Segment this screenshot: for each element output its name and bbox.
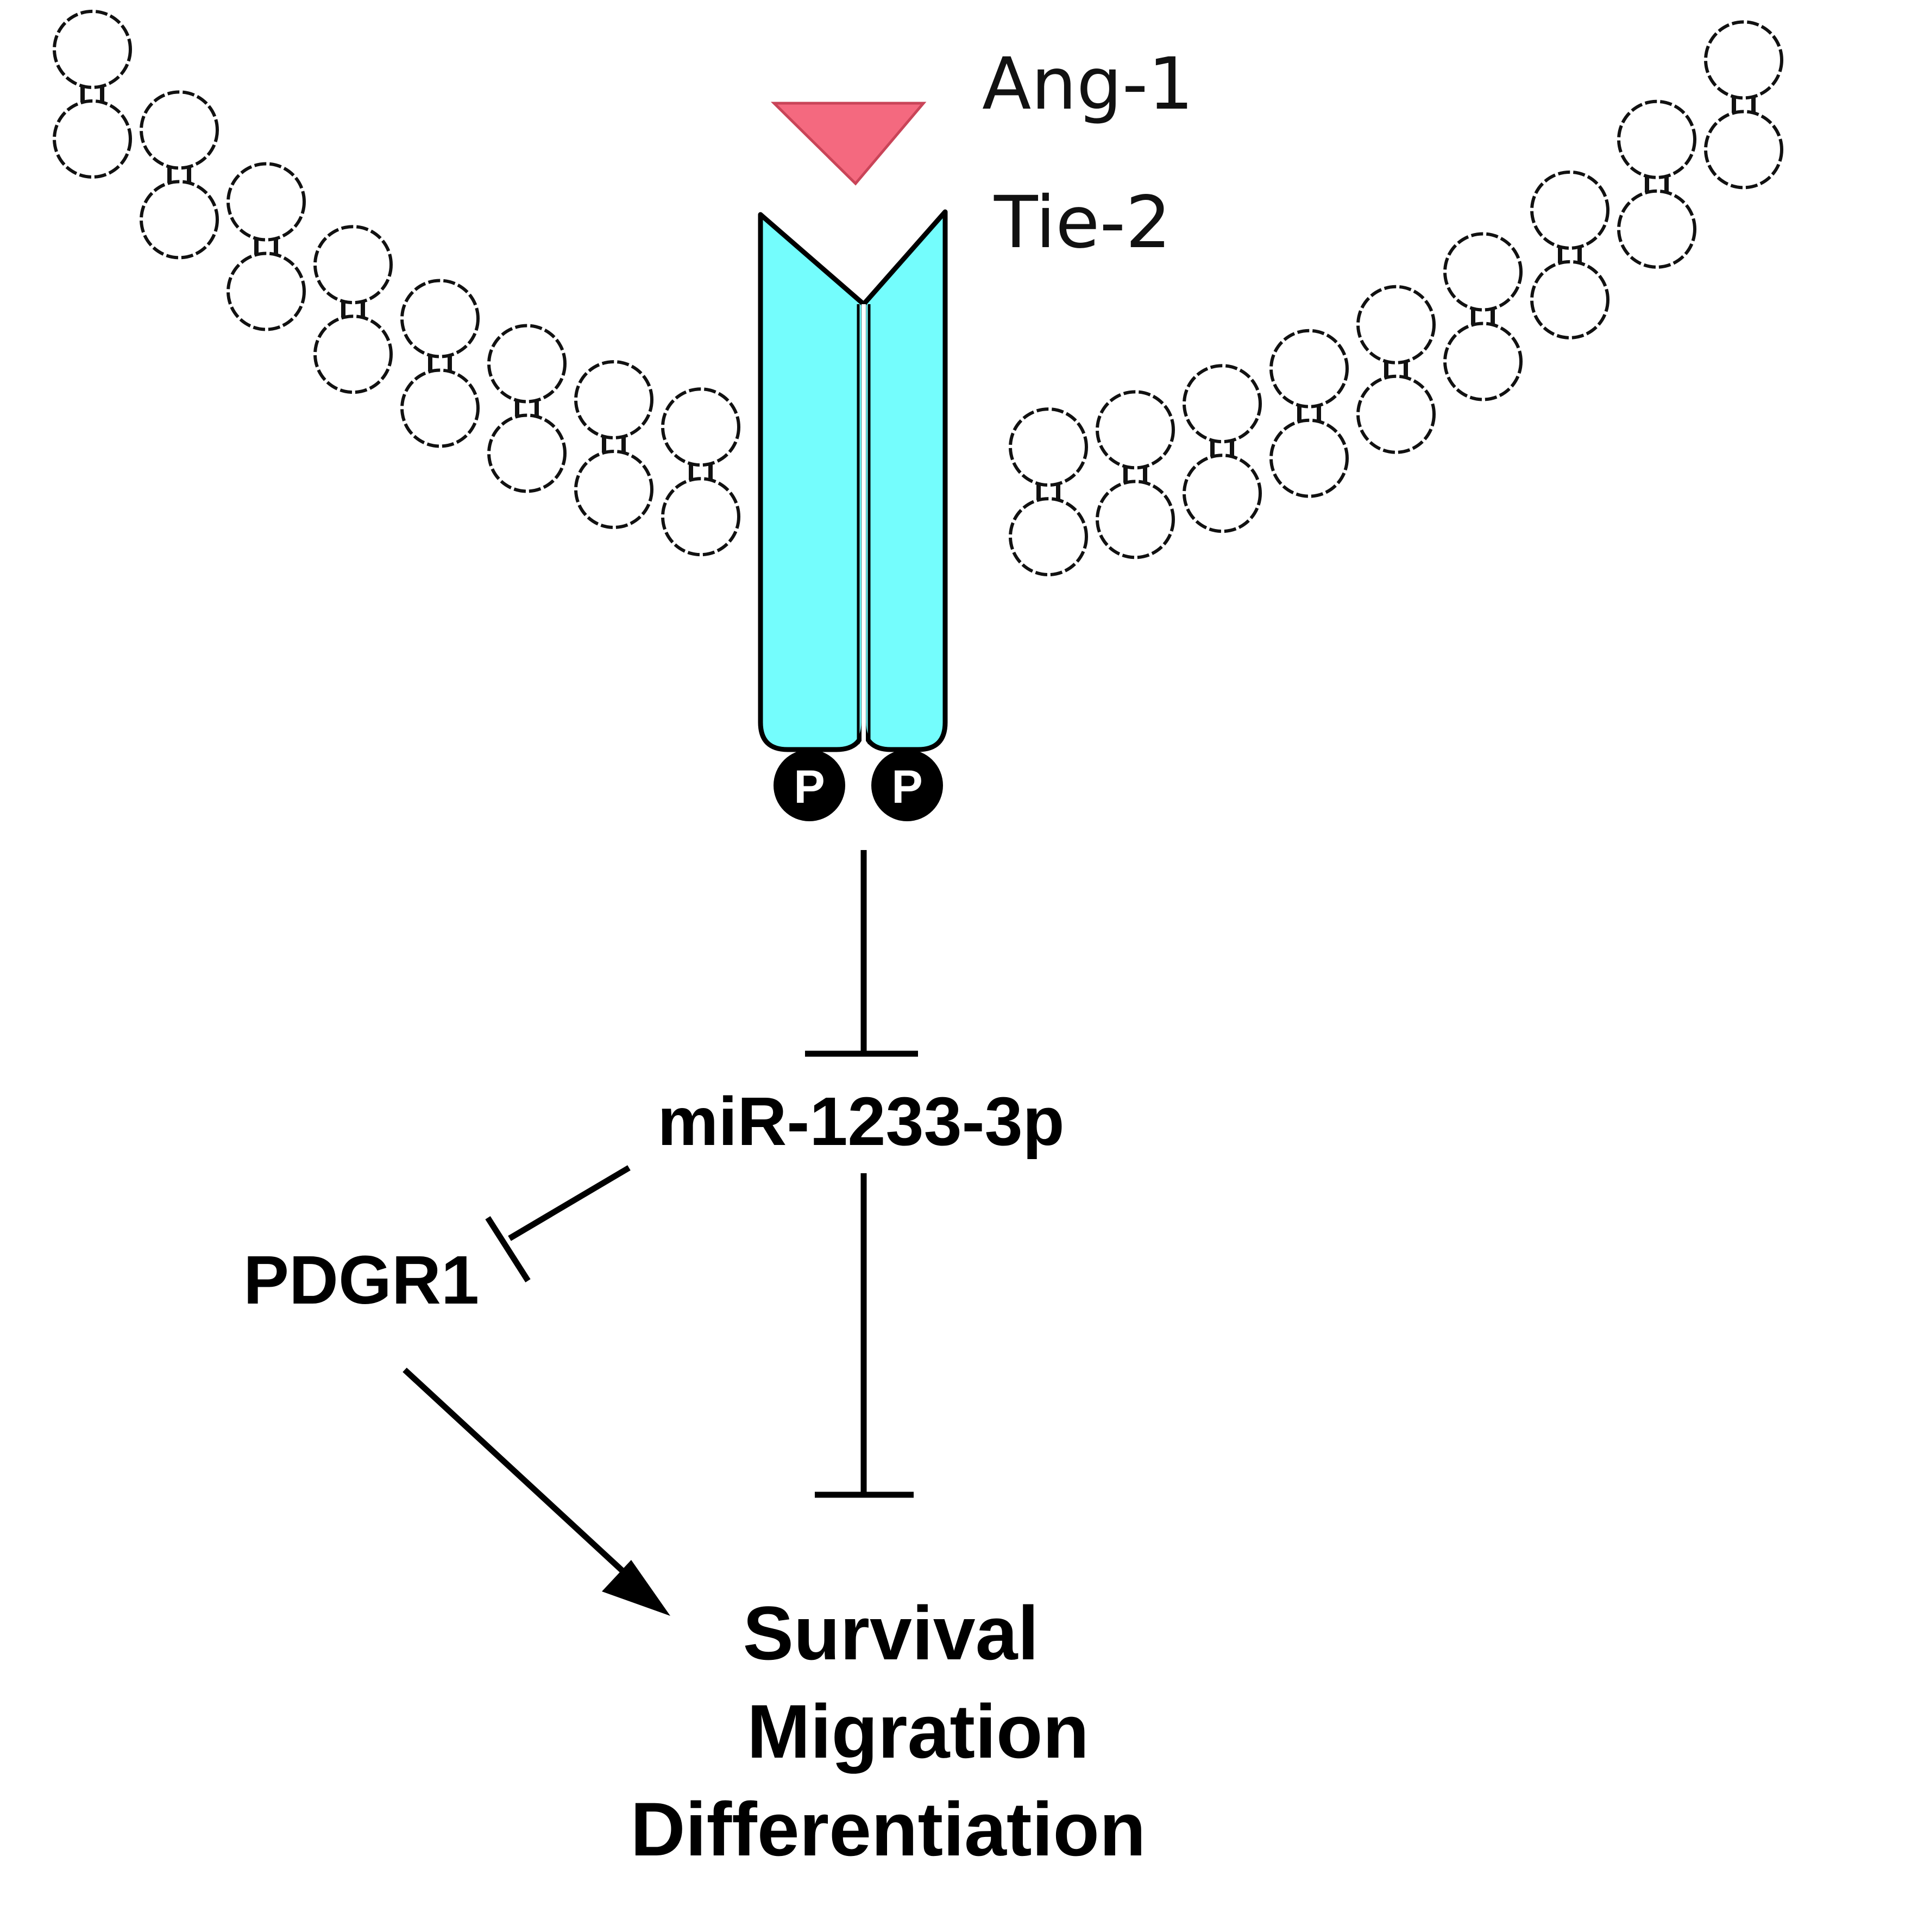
inhibition-line xyxy=(508,1165,631,1241)
lipid-head-upper xyxy=(1269,329,1349,408)
phospho-circle-left xyxy=(774,750,845,821)
cell-membrane-bilayer xyxy=(53,9,1783,577)
phospho-site-left: P xyxy=(774,750,845,821)
pdgr1-label: PDGR1 xyxy=(243,1242,479,1318)
lipid-head-upper xyxy=(574,360,653,440)
ang1-ligand-triangle xyxy=(770,102,927,186)
lipid-head-lower xyxy=(140,180,219,260)
lipid-head-lower xyxy=(1269,418,1349,498)
lipid-head-upper xyxy=(313,225,393,305)
tie2-label: Tie-2 xyxy=(994,181,1171,265)
lipid-head-upper xyxy=(227,162,306,242)
inhibition-mirna-to-pdgr1 xyxy=(485,1165,631,1282)
phospho-site-right: P xyxy=(871,750,943,821)
lipid-head-upper xyxy=(1530,170,1609,250)
lipid-head-upper xyxy=(487,324,567,404)
lipid-head-lower xyxy=(1356,374,1436,454)
tie2-receptor-right-chain xyxy=(861,209,948,752)
outcome-migration: Migration xyxy=(747,1689,1089,1774)
lipid-head-lower xyxy=(227,251,306,331)
lipid-head-upper xyxy=(1096,390,1175,470)
phospho-circle-right xyxy=(871,750,943,821)
lipid-head-lower xyxy=(661,477,740,557)
lipid-head-upper xyxy=(400,279,480,358)
lipid-head-upper xyxy=(53,9,132,89)
lipid-head-upper xyxy=(1183,364,1262,444)
lipid-head-lower xyxy=(400,368,480,448)
tie2-receptor-dimer xyxy=(758,209,948,752)
activation-pdgr1-to-outcomes xyxy=(403,1367,670,1616)
phospho-label-right: P xyxy=(891,761,922,813)
phospho-label-left: P xyxy=(794,761,825,813)
activation-line xyxy=(403,1367,632,1581)
lipid-head-lower xyxy=(1617,189,1696,269)
lipid-head-upper xyxy=(1443,232,1523,312)
lipid-head-lower xyxy=(1443,322,1523,401)
lipid-head-lower xyxy=(1096,480,1175,559)
inhibition-mirna-to-outcomes xyxy=(815,1173,914,1498)
lipid-head-upper xyxy=(1617,99,1696,179)
outcome-differentiation: Differentiation xyxy=(631,1786,1146,1872)
lipid-head-lower xyxy=(53,99,132,179)
tie2-receptor-left-chain xyxy=(758,212,866,752)
inhibition-tie2-to-mirna xyxy=(805,850,918,1057)
lipid-head-lower xyxy=(487,413,567,493)
lipid-head-upper xyxy=(661,387,740,467)
lipid-head-lower xyxy=(313,314,393,394)
mirna-label: miR-1233-3p xyxy=(657,1083,1064,1160)
ang1-label: Ang-1 xyxy=(982,42,1193,126)
lipid-head-lower xyxy=(1183,454,1262,533)
lipid-head-lower xyxy=(574,450,653,530)
outcome-survival: Survival xyxy=(743,1590,1039,1676)
inhibition-bar xyxy=(485,1216,531,1282)
lipid-head-upper xyxy=(1704,20,1783,100)
lipid-head-lower xyxy=(1530,260,1609,339)
lipid-head-upper xyxy=(1356,285,1436,364)
activation-arrowhead xyxy=(602,1560,670,1616)
lipid-head-lower xyxy=(1009,497,1088,577)
lipid-head-upper xyxy=(140,90,219,170)
lipid-head-lower xyxy=(1704,110,1783,190)
lipid-head-upper xyxy=(1009,407,1088,487)
